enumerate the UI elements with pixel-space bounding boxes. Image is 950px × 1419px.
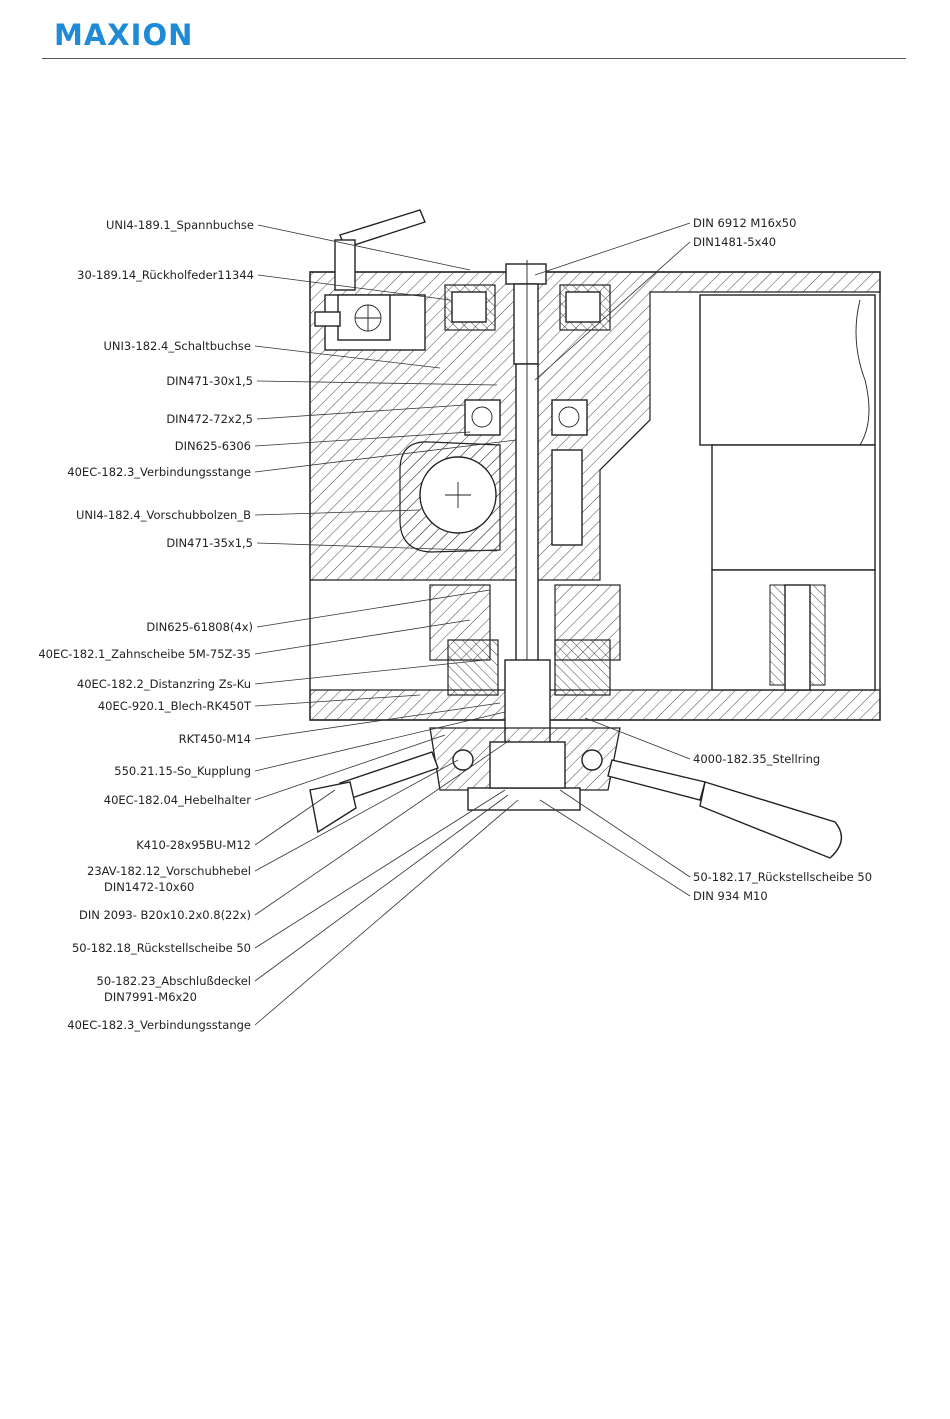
label-din6912: DIN 6912 M16x50 bbox=[693, 216, 796, 230]
label-din625-6306: DIN625-6306 bbox=[175, 439, 251, 453]
feed-pinion bbox=[399, 441, 501, 553]
label-din2093: DIN 2093- B20x10.2x0.8(22x) bbox=[79, 908, 251, 922]
right-callouts: DIN 6912 M16x50 DIN1481-5x40 4000-182.35… bbox=[534, 216, 872, 903]
label-din1481: DIN1481-5x40 bbox=[693, 235, 776, 249]
label-rkt450: RKT450-M14 bbox=[179, 732, 251, 746]
label-distanzring: 40EC-182.2_Distanzring Zs-Ku bbox=[77, 677, 251, 691]
label-zahnscheibe: 40EC-182.1_Zahnscheibe 5M-75Z-35 bbox=[38, 647, 251, 661]
label-din472: DIN472-72x2,5 bbox=[166, 412, 253, 426]
spindle-assembly bbox=[429, 260, 621, 800]
label-din471-30: DIN471-30x1,5 bbox=[166, 374, 253, 388]
label-kupplung: 550.21.15-So_Kupplung bbox=[114, 764, 251, 778]
label-spannbuchse: UNI4-189.1_Spannbuchse bbox=[106, 218, 254, 232]
label-hebelhalter: 40EC-182.04_Hebelhalter bbox=[104, 793, 251, 807]
maxion-logo: MAXION bbox=[54, 18, 194, 52]
label-abschlussdeckel: 50-182.23_Abschlußdeckel bbox=[97, 974, 252, 988]
label-rueckstellscheibe-18: 50-182.18_Rückstellscheibe 50 bbox=[72, 941, 251, 955]
label-k410: K410-28x95BU-M12 bbox=[136, 838, 251, 852]
page-header: MAXION bbox=[0, 0, 950, 70]
label-din934: DIN 934 M10 bbox=[693, 889, 768, 903]
clamp-lever bbox=[314, 209, 426, 341]
left-callouts: UNI4-189.1_Spannbuchse 30-189.14_Rückhol… bbox=[38, 218, 519, 1032]
label-din471-35: DIN471-35x1,5 bbox=[166, 536, 253, 550]
lever-hub bbox=[309, 727, 843, 859]
label-din1472: DIN1472-10x60 bbox=[104, 880, 194, 894]
label-verbindungsstange-1: 40EC-182.3_Verbindungsstange bbox=[67, 465, 251, 479]
label-verbindungsstange-2: 40EC-182.3_Verbindungsstange bbox=[67, 1018, 251, 1032]
label-schaltbuchse: UNI3-182.4_Schaltbuchse bbox=[104, 339, 251, 353]
label-blech: 40EC-920.1_Blech-RK450T bbox=[98, 699, 252, 713]
label-din625-61808: DIN625-61808(4x) bbox=[146, 620, 253, 634]
label-stellring: 4000-182.35_Stellring bbox=[693, 752, 820, 766]
label-rueckholfeder: 30-189.14_Rückholfeder11344 bbox=[77, 268, 254, 282]
label-din7991: DIN7991-M6x20 bbox=[104, 990, 197, 1004]
label-vorschubhebel: 23AV-182.12_Vorschubhebel bbox=[87, 864, 251, 878]
header-rule bbox=[42, 58, 906, 59]
label-vorschubbolzen: UNI4-182.4_Vorschubbolzen_B bbox=[76, 508, 251, 522]
label-rueckstellscheibe-17: 50-182.17_Rückstellscheibe 50 bbox=[693, 870, 872, 884]
